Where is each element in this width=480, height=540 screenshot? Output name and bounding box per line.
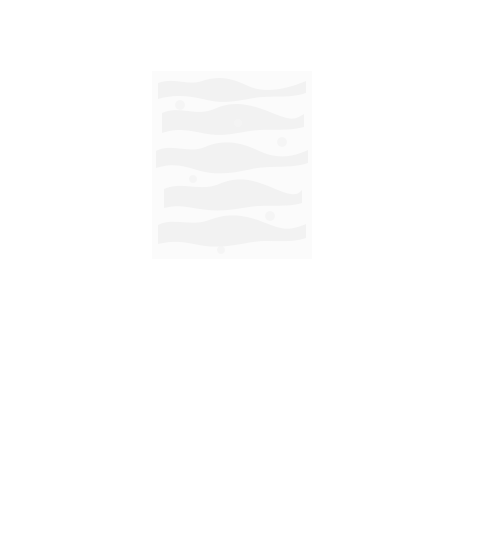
- faded-image-placeholder-icon: [152, 71, 312, 259]
- faded-image: [152, 71, 312, 259]
